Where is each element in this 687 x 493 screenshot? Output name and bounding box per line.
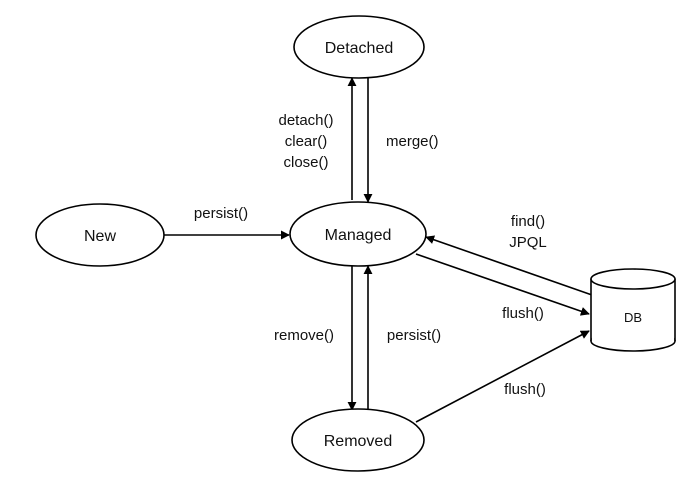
state-removed: Removed (291, 408, 425, 472)
transition-edges (164, 77, 593, 423)
state-detached-label: Detached (325, 40, 394, 57)
label-remove: remove() (274, 327, 334, 344)
state-managed-label: Managed (325, 227, 392, 244)
label-db-to-managed: find() JPQL (509, 213, 547, 251)
database-cylinder-icon: DB (590, 268, 676, 352)
state-db-label: DB (624, 310, 642, 325)
label-removed-flush: flush() (504, 381, 546, 398)
label-close: close() (283, 154, 328, 171)
arrow-db-to-managed (425, 235, 593, 296)
state-detached: Detached (293, 15, 425, 79)
label-find: find() (511, 213, 545, 230)
label-managed-flush: flush() (502, 305, 544, 322)
label-merge: merge() (386, 133, 439, 150)
state-managed: Managed (289, 201, 427, 267)
state-removed-label: Removed (324, 433, 392, 450)
label-new-persist: persist() (194, 205, 248, 222)
state-new: New (35, 203, 165, 267)
label-clear: clear() (285, 133, 328, 150)
arrow-managed-to-db (415, 253, 590, 316)
label-managed-to-detached: detach() clear() close() (278, 112, 333, 171)
label-jpql: JPQL (509, 234, 547, 251)
label-detach: detach() (278, 112, 333, 129)
label-removed-persist: persist() (387, 327, 441, 344)
state-new-label: New (84, 228, 116, 245)
arrow-removed-to-db (415, 330, 590, 423)
